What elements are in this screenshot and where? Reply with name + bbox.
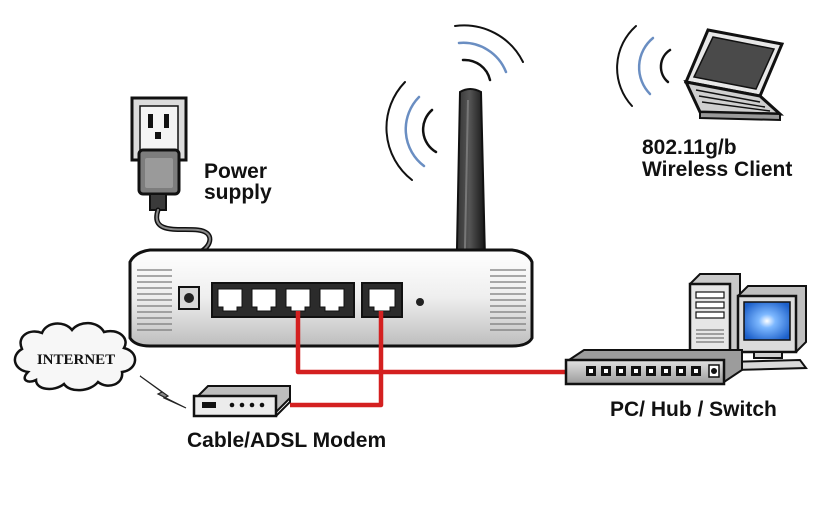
laptop-icon	[686, 30, 782, 120]
wireless-client-label-line2: Wireless Client	[642, 158, 792, 181]
modem-label: Cable/ADSL Modem	[187, 429, 386, 452]
power-supply-label-line2: supply	[204, 181, 272, 204]
switch-label: PC/ Hub / Switch	[610, 398, 777, 421]
router-icon	[130, 250, 532, 346]
wireless-signal-icon	[386, 25, 523, 180]
wireless-client-label-line1: 802.11g/b	[642, 136, 737, 159]
internet-label: INTERNET	[37, 352, 115, 368]
switch-icon	[566, 350, 742, 384]
router-reset-button	[416, 298, 424, 306]
wireless-signal-icon	[617, 26, 670, 106]
modem-icon	[194, 386, 290, 416]
power-supply-label-line1: Power	[204, 160, 267, 183]
lightning-icon	[140, 376, 186, 408]
pc-screen	[744, 302, 790, 340]
power-adapter-icon	[139, 150, 179, 210]
